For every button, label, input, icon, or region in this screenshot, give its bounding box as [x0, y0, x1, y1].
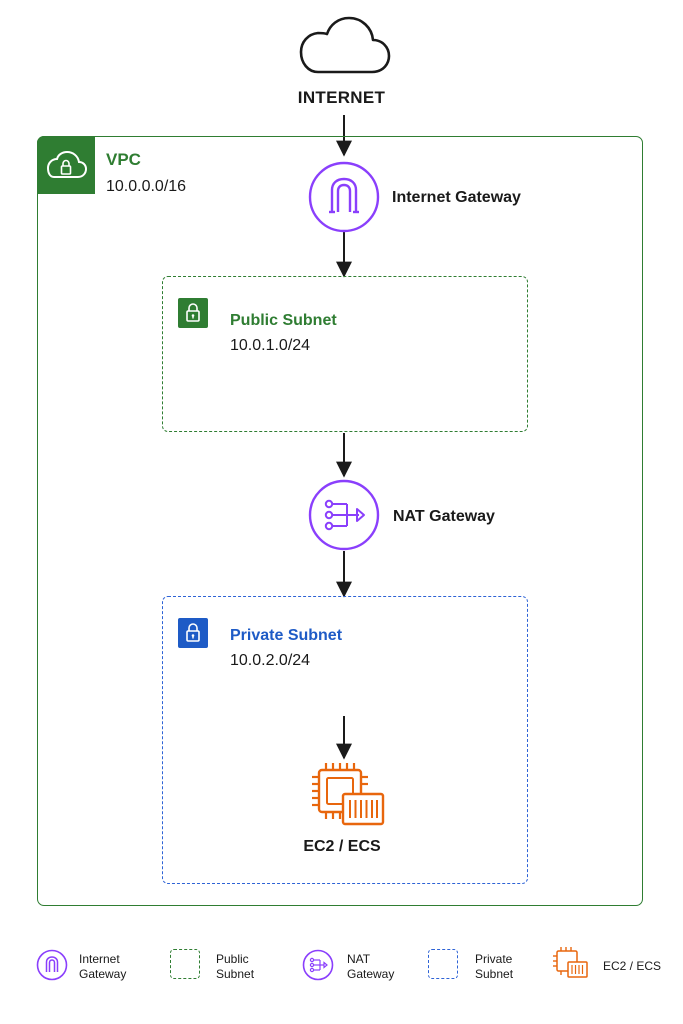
vpc-badge: [37, 136, 95, 194]
compute-label: EC2 / ECS: [303, 838, 381, 855]
legend-ec2-chip-icon: [553, 947, 588, 978]
cloud-icon: [299, 16, 391, 74]
legend: Internet Gateway Public Subnet NAT Gatew…: [0, 940, 683, 1000]
vpc-container: [37, 136, 643, 906]
private-subnet-cidr: 10.0.2.0/24: [230, 652, 311, 669]
private-subnet-title: Private Subnet: [230, 627, 343, 644]
legend-internet-gateway-icon: [36, 949, 68, 981]
legend-item-nat-gateway: NAT Gateway: [347, 952, 395, 981]
nat-gateway-icon: [308, 479, 380, 551]
public-subnet-title: Public Subnet: [230, 312, 337, 329]
public-subnet-cidr: 10.0.1.0/24: [230, 337, 311, 354]
legend-item-private-subnet: Private Subnet: [475, 952, 514, 981]
cloud-lock-icon: [46, 150, 88, 178]
lock-icon: [186, 303, 200, 322]
legend-item-public-subnet: Public Subnet: [216, 952, 255, 981]
legend-nat-gateway-icon: [302, 949, 334, 981]
public-subnet-container: [162, 276, 528, 432]
vpc-cidr: 10.0.0.0/16: [106, 178, 187, 195]
private-subnet-container: [162, 596, 528, 884]
vpc-title: VPC: [106, 150, 141, 169]
legend-public-subnet-swatch: [170, 949, 200, 979]
legend-item-compute: EC2 / ECS: [603, 959, 662, 973]
private-subnet-badge: [178, 618, 208, 648]
ec2-chip-icon: [312, 763, 385, 826]
internet-gateway-icon: [308, 161, 380, 233]
internet-gateway-label: Internet Gateway: [392, 189, 521, 206]
internet-label: INTERNET: [297, 88, 386, 107]
lock-icon: [186, 623, 200, 642]
legend-item-internet-gateway: Internet Gateway: [79, 952, 127, 981]
legend-private-subnet-swatch: [428, 949, 458, 979]
public-subnet-badge: [178, 298, 208, 328]
nat-gateway-label: NAT Gateway: [393, 508, 495, 525]
